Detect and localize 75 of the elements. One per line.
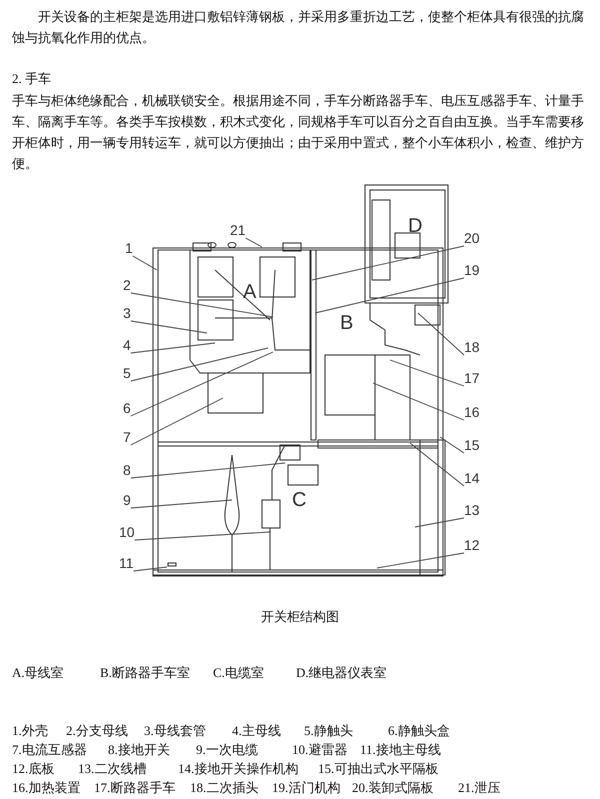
leader-line <box>376 552 464 568</box>
legend-text: D.继电器仪表室 <box>296 664 387 682</box>
part-list-item: 21.泄压 <box>458 779 500 797</box>
part-list-item: 7.电流互感器 <box>12 741 87 759</box>
leader-line <box>130 342 216 354</box>
leader-line <box>418 312 464 356</box>
part-list-item: 15.可抽出式水平隔板 <box>318 760 438 778</box>
callout-number: 19 <box>464 263 480 278</box>
part-list-item: 10.避雷器 <box>292 741 348 759</box>
callout-number: 17 <box>464 371 480 386</box>
callout-number: 15 <box>464 438 480 453</box>
leader-line <box>130 500 232 508</box>
part-list-item: 9.一次电缆 <box>196 741 258 759</box>
callout-number: 12 <box>464 538 480 553</box>
figure-caption: 开关柜结构图 <box>260 608 340 626</box>
paragraph: 开关设备的主柜架是选用进口敷铝锌薄钢板，并采用多重折边工艺，使整个柜体具有很强的抗腐蚀与抗氧化作用的优点。 <box>12 8 585 47</box>
part-list-item: 13.二次线槽 <box>78 760 146 778</box>
leader-line <box>130 462 286 478</box>
part-list-item: 12.底板 <box>12 760 54 778</box>
callout-number: 21 <box>230 223 246 238</box>
part-list-item: 20.装卸式隔板 <box>352 779 434 797</box>
part-list-item: 16.加热装置 <box>12 779 80 797</box>
callout-number: 3 <box>123 306 131 321</box>
part-list-item: 18.二次插头 <box>190 779 258 797</box>
leader-line <box>410 442 464 486</box>
part-list-item: 17.断路器手车 <box>94 779 176 797</box>
callout-number: 5 <box>123 366 131 381</box>
leader-line <box>312 246 464 280</box>
callout-number: 4 <box>123 338 131 353</box>
paragraph: 手车与柜体绝缘配合，机械联锁安全。根据用途不同，手车分断路器手车、电压互感器手车、计量手车、隔离手车等。各类手车按模数，积木式变化，同规格手车可以百分之百自由互换。当手车需要移开柜体时，用一辆专用转运车，就可以方便抽出；由于采用中置式，整个小车体积小，检查、维护方便。 <box>12 92 585 173</box>
part-list-item: 4.主母线 <box>232 722 281 740</box>
callout-number: 1 <box>125 241 133 256</box>
callout-number: 6 <box>123 401 131 416</box>
callout-number: 9 <box>123 493 131 508</box>
callout-number: 20 <box>464 231 480 246</box>
leader-line <box>372 382 464 420</box>
leader-line <box>130 398 224 446</box>
part-list-item: 2.分支母线 <box>66 722 128 740</box>
callout-number: 18 <box>464 340 480 355</box>
section-heading: 2. 手车 <box>12 70 51 88</box>
legend-text: A.母线室 <box>12 664 64 682</box>
region-letter: D <box>408 216 422 236</box>
part-list-item: 3.母线套管 <box>144 722 206 740</box>
leader-line <box>440 436 464 454</box>
leader-line <box>390 360 464 386</box>
leader-line <box>130 352 274 416</box>
leader-line <box>314 278 464 314</box>
callout-number: 10 <box>119 525 135 540</box>
leader-line <box>134 532 270 540</box>
callout-number: 13 <box>464 503 480 518</box>
leader-line <box>130 320 208 334</box>
leader-line <box>133 566 168 572</box>
callout-number: 11 <box>119 556 134 571</box>
part-list-item: 19.活门机构 <box>272 779 340 797</box>
callout-number: 2 <box>123 278 131 293</box>
callout-number: 8 <box>123 463 131 478</box>
region-letter: C <box>292 490 306 510</box>
leader-line <box>245 238 262 248</box>
legend-text: C.电缆室 <box>213 664 264 682</box>
part-list-item: 5.静触头 <box>304 722 353 740</box>
leader-line <box>414 518 464 528</box>
leader-line <box>130 348 268 382</box>
leader-line <box>132 256 158 270</box>
part-list-item: 1.外壳 <box>12 722 48 740</box>
callout-number: 16 <box>464 405 480 420</box>
callout-number: 7 <box>123 430 131 445</box>
region-letter: A <box>243 282 256 302</box>
callout-number: 14 <box>464 471 480 486</box>
part-list-item: 8.接地开关 <box>108 741 170 759</box>
part-list-item: 11.接地主母线 <box>360 741 441 759</box>
part-list-item: 14.接地开关操作机构 <box>178 760 298 778</box>
part-list-item: 6.静触头盒 <box>388 722 450 740</box>
leader-line <box>130 292 274 318</box>
region-letter: B <box>340 313 354 333</box>
legend-text: B.断路器手车室 <box>100 664 190 682</box>
